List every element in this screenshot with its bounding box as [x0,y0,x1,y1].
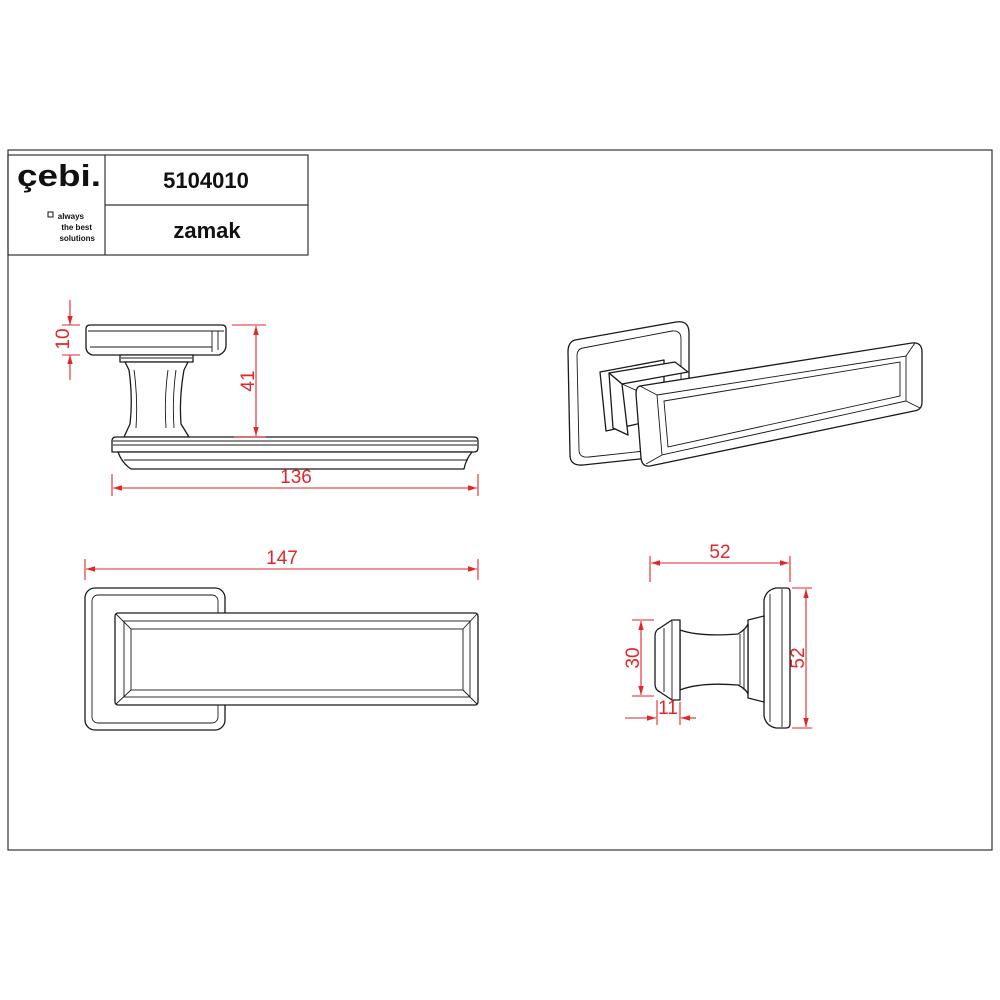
side-view-neck [123,361,190,438]
product-code: 5104010 [163,168,249,193]
dimension-30: 30 [623,619,654,697]
dim-label-10: 10 [53,328,74,349]
dim-label-11: 11 [658,698,678,719]
perspective-view [567,321,923,467]
side-view: 10 41 136 [53,300,479,496]
dim-label-136: 136 [280,467,312,488]
tagline-line-2: the best [61,223,92,232]
dimension-41: 41 [232,324,266,438]
front-view-lever [114,612,479,706]
end-view-rose-plate [763,587,791,729]
drawing-frame [7,149,993,851]
dim-label-30: 30 [623,647,644,668]
tagline-line-3: solutions [59,234,95,243]
end-view-lever-end [654,619,681,701]
dimension-147: 147 [84,548,479,580]
dimension-52-horizontal: 52 [649,542,791,582]
end-view-neck [679,615,765,703]
dim-label-52-vertical: 52 [788,647,809,668]
dim-label-52-horizontal: 52 [709,542,730,563]
perspective-neck [608,361,689,436]
dim-label-41: 41 [238,370,259,391]
perspective-lever [635,342,923,467]
front-view: 147 [84,548,479,731]
side-view-rose-plate [85,324,227,356]
dimension-52-vertical: 52 [788,587,812,729]
side-view-spindle-flange [119,354,194,363]
dimension-11: 11 [625,698,696,725]
tagline-square-icon [47,211,54,218]
end-view: 52 52 30 11 [623,542,812,729]
dimension-10: 10 [53,300,80,380]
brand-logo: çebi. [17,158,101,193]
title-block: çebi. always the best solutions 5104010 … [7,154,309,256]
side-view-lever [111,436,479,470]
dim-label-147: 147 [266,548,298,569]
dimension-136: 136 [111,467,479,496]
tagline-line-1: always [58,212,85,221]
material-name: zamak [173,218,241,243]
